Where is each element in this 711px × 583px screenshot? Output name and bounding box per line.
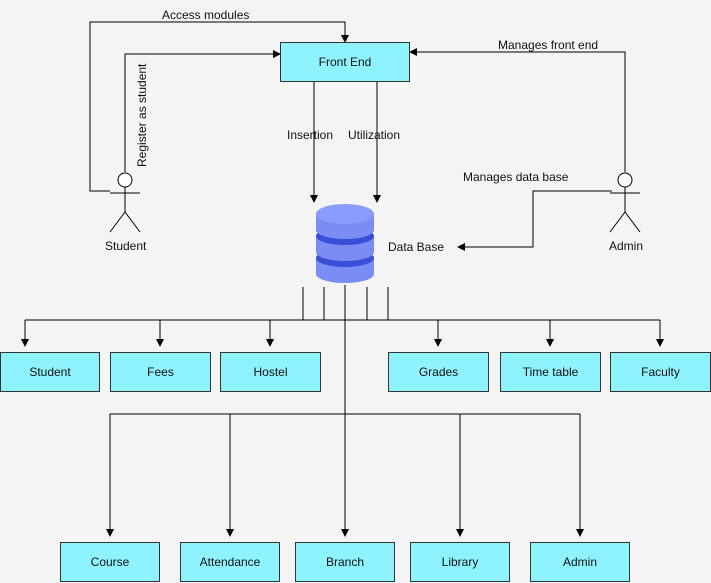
table-node: Fees — [110, 352, 211, 392]
database-label: Data Base — [388, 240, 445, 254]
student-actor-icon — [109, 172, 141, 233]
label-manages-database: Manages data base — [463, 170, 569, 184]
table-node: Course — [60, 542, 160, 582]
edge-register-student — [124, 50, 281, 172]
table-node: Hostel — [220, 352, 321, 392]
table-node: Grades — [388, 352, 489, 392]
front-end-node: Front End — [280, 42, 410, 82]
table-node: Branch — [295, 542, 395, 582]
table-node: Time table — [500, 352, 601, 392]
row2-connectors — [106, 285, 584, 537]
edge-manages-database — [457, 190, 612, 251]
edge-manages-front-end — [409, 48, 626, 172]
admin-actor-icon — [609, 172, 641, 233]
table-node: Faculty — [610, 352, 711, 392]
label-access-modules: Access modules — [162, 8, 250, 22]
table-node: Attendance — [180, 542, 280, 582]
label-insertion: Insertion — [287, 128, 334, 142]
table-node: Library — [410, 542, 510, 582]
table-node: Admin — [530, 542, 630, 582]
label-register-student: Register as student — [135, 63, 149, 167]
student-actor-label: Student — [105, 239, 147, 253]
table-node: Student — [0, 352, 100, 392]
admin-actor-label: Admin — [609, 239, 644, 253]
row1-connectors — [21, 287, 664, 347]
edge-access-modules — [89, 21, 349, 192]
label-utilization: Utilization — [348, 128, 401, 142]
label-manages-front-end: Manages front end — [498, 38, 599, 52]
database-icon — [316, 204, 374, 283]
